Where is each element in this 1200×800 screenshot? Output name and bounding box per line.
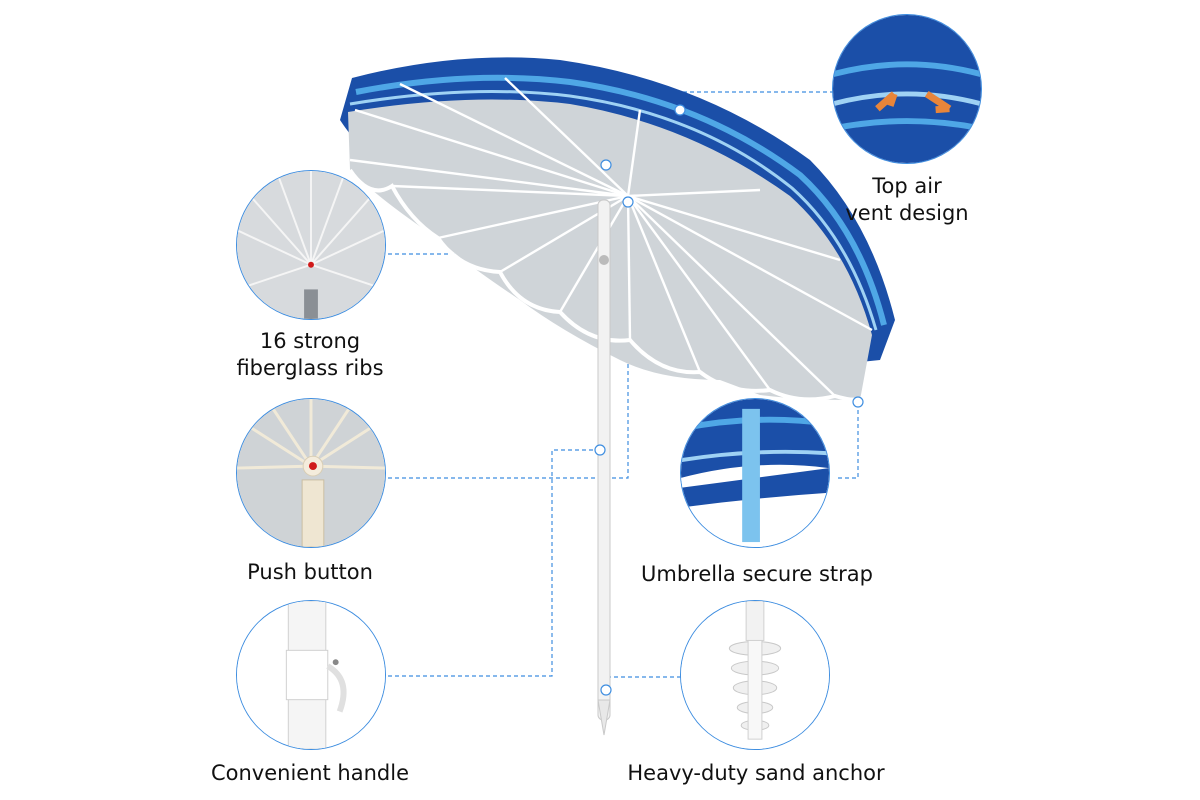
detail-circle-button — [236, 398, 386, 548]
handle-detail-icon — [237, 601, 385, 749]
marker-dots — [594, 104, 864, 696]
pole-joint — [599, 255, 609, 265]
strap-detail-icon — [681, 399, 829, 547]
umbrella-pole — [597, 199, 611, 721]
pole-anchor-tip — [597, 699, 611, 736]
detail-circle-anchor — [680, 600, 830, 750]
label-handle: Convenient handle — [210, 761, 410, 785]
detail-circle-strap — [680, 398, 830, 548]
button-detail-icon — [237, 399, 385, 547]
detail-circle-handle — [236, 600, 386, 750]
label-fiberglass-ribs: 16 strong fiberglass ribs — [236, 329, 384, 380]
leader-line-handle — [388, 449, 600, 677]
canopy-scallops — [348, 168, 863, 402]
leader-line-anchor — [605, 676, 686, 690]
canopy-ribs — [349, 77, 873, 397]
anchor-detail-icon — [681, 601, 829, 749]
ribs-detail-icon — [237, 171, 385, 319]
vent-detail-icon — [833, 15, 981, 163]
detail-circle-ribs — [236, 170, 386, 320]
detail-circle-vent — [832, 14, 982, 164]
label-top-air-vent: Top air vent design — [845, 174, 969, 225]
label-secure-strap: Umbrella secure strap — [641, 562, 873, 586]
canopy-stripe — [349, 90, 878, 331]
label-sand-anchor: Heavy-duty sand anchor — [627, 761, 885, 785]
leader-line-strap — [838, 402, 859, 479]
label-push-button: Push button — [247, 560, 373, 584]
